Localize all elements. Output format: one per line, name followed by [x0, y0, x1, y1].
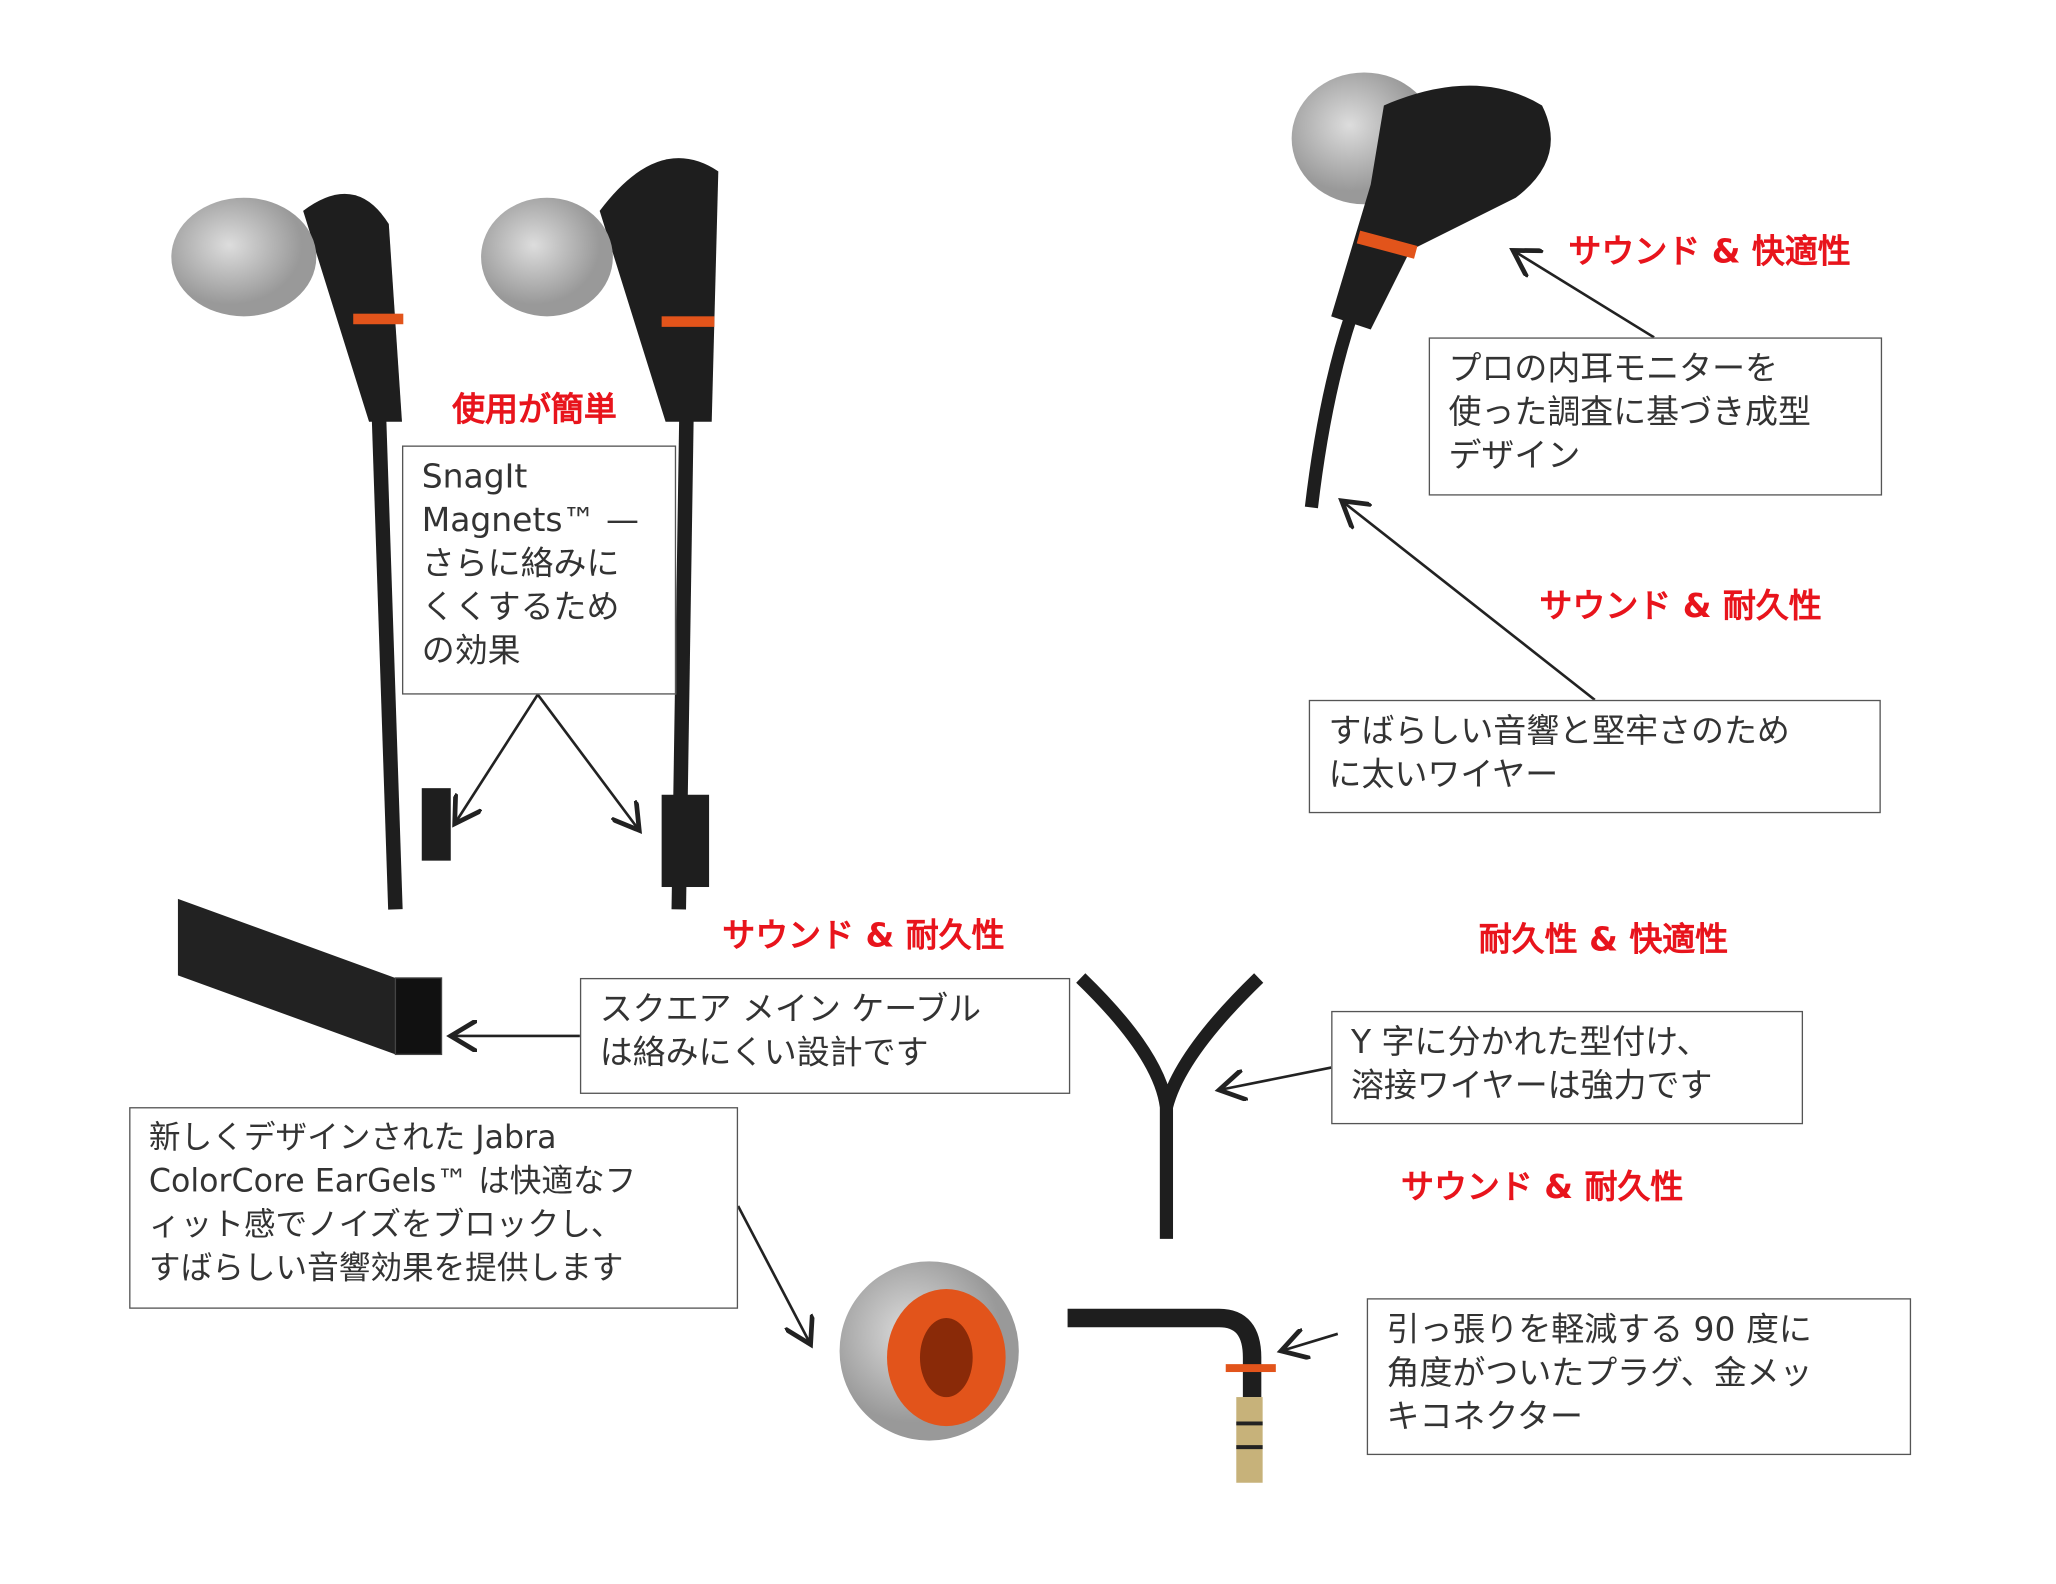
plug-image [1067, 1308, 1276, 1483]
callout-line: の効果 [421, 631, 521, 670]
callout-plug: 引っ張りを軽減する 90 度に 角度がついたプラグ、金メッ キコネクター [1366, 1298, 1912, 1456]
callout-line: 新しくデザインされた Jabra [148, 1118, 557, 1156]
callout-line: SnagIt [421, 457, 528, 496]
callout-line: に太いワイヤー [1328, 755, 1559, 794]
callout-line: キコネクター [1386, 1397, 1583, 1436]
callout-arrows [451, 250, 1655, 1351]
callout-line: は絡みにくい設計です [599, 1033, 929, 1072]
callout-line: すばらしい音響効果を提供します [148, 1249, 624, 1287]
label-easy-use: 使用が簡単 [452, 390, 617, 429]
eargel-image [839, 1261, 1019, 1441]
callout-magnets: SnagIt Magnets™ — さらに絡みに くくするため の効果 [401, 445, 677, 695]
callout-thick-wire: すばらしい音響と堅牢さのため に太いワイヤー [1308, 699, 1881, 814]
callout-line: さらに絡みに [421, 544, 620, 583]
callout-eargels: 新しくデザインされた Jabra ColorCore EarGels™ は快適な… [129, 1107, 739, 1309]
label-sound-durability: サウンド & 耐久性 [722, 916, 1005, 955]
callout-line: 引っ張りを軽減する 90 度に [1386, 1310, 1812, 1349]
callout-line: 溶接ワイヤーは強力です [1350, 1066, 1713, 1105]
callout-line: ィット感でノイズをブロックし、 [148, 1205, 623, 1243]
callout-y-split: Y 字に分かれた型付け、 溶接ワイヤーは強力です [1331, 1010, 1804, 1125]
callout-line: 角度がついたプラグ、金メッ [1386, 1353, 1813, 1392]
y-splitter-image [1076, 973, 1264, 1239]
label-sound-durability: サウンド & 耐久性 [1539, 586, 1822, 625]
callout-line: Magnets™ — [421, 500, 639, 540]
right-earbud-image [481, 158, 719, 910]
callout-line: ColorCore EarGels™ は快適なフ [148, 1162, 637, 1200]
callout-line: くくするため [421, 587, 620, 627]
callout-molded-design: プロの内耳モニターを 使った調査に基づき成型 デザイン [1428, 337, 1883, 496]
callout-line: プロの内耳モニターを [1448, 349, 1779, 388]
callout-square-cable: スクエア メイン ケーブル は絡みにくい設計です [579, 977, 1071, 1094]
left-earbud-image [171, 193, 451, 910]
label-sound-comfort: サウンド & 快適性 [1568, 231, 1851, 271]
callout-line: スクエア メイン ケーブル [599, 989, 982, 1029]
callout-line: すばらしい音響と堅牢さのため [1328, 711, 1790, 750]
callout-line: 使った調査に基づき成型 [1448, 392, 1811, 431]
callout-line: Y 字に分かれた型付け、 [1350, 1022, 1710, 1061]
label-sound-durability: サウンド & 耐久性 [1401, 1167, 1684, 1206]
square-cable-image [177, 898, 443, 1056]
callout-line: デザイン [1448, 436, 1581, 475]
label-durability-comfort: 耐久性 & 快適性 [1478, 919, 1729, 959]
top-earbud-image [1291, 72, 1551, 509]
